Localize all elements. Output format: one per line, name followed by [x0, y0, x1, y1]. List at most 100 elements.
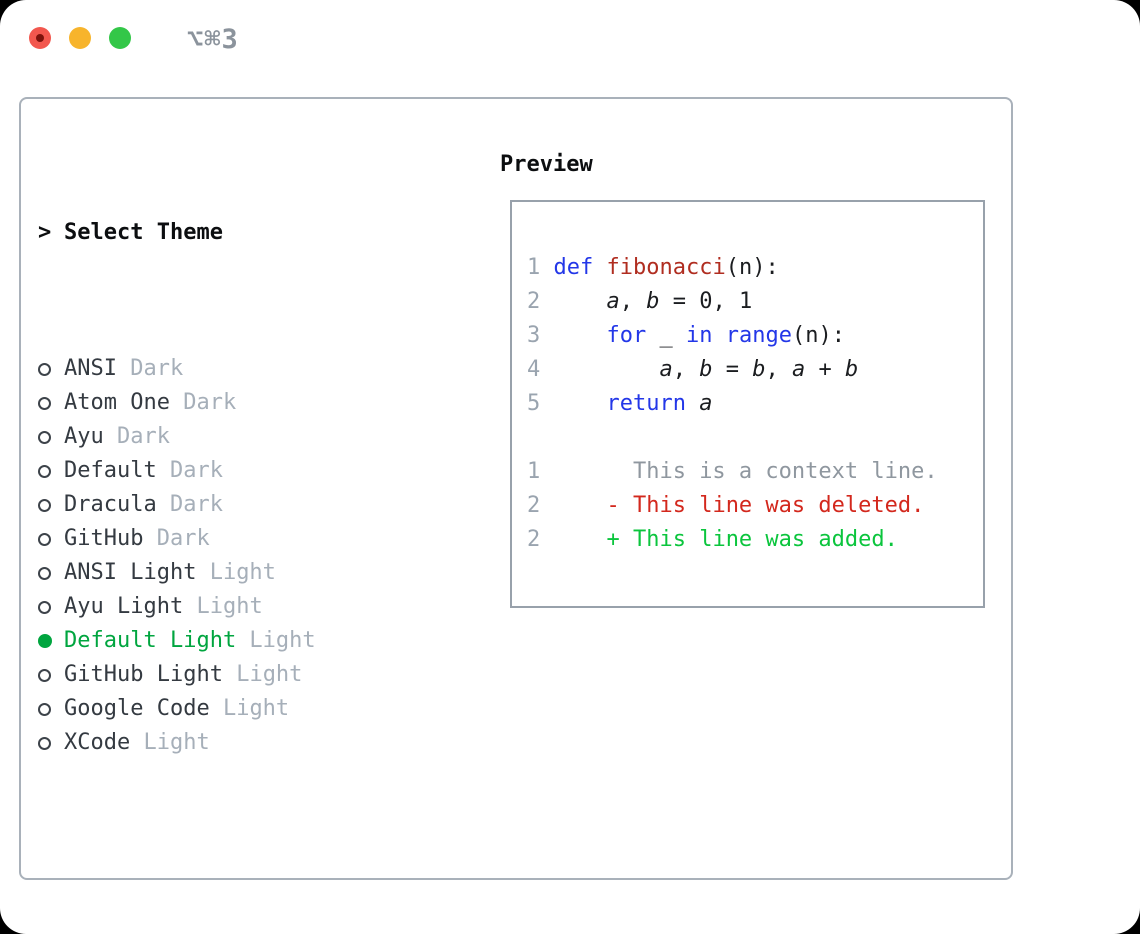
radio-icon	[38, 533, 51, 546]
preview-line: 2 - This line was deleted.	[527, 489, 983, 523]
theme-name: Google Code	[64, 696, 210, 721]
code-segment: b	[752, 357, 766, 382]
radio-slot	[38, 624, 64, 658]
code-segment: def	[553, 255, 607, 280]
code-segment	[540, 391, 606, 416]
radio-icon	[38, 601, 51, 614]
theme-item-ayu-light-light[interactable]: Ayu Light Light	[38, 590, 409, 624]
code-segment: ,	[619, 289, 647, 314]
theme-variant: Dark	[169, 390, 237, 415]
code-segment	[540, 357, 659, 382]
radio-slot	[38, 590, 64, 624]
radio-icon	[38, 669, 51, 682]
theme-name: GitHub	[64, 526, 144, 551]
line-number: 5	[527, 391, 541, 416]
minimize-button[interactable]	[69, 27, 91, 49]
radio-slot	[38, 454, 64, 488]
radio-slot	[38, 522, 64, 556]
code-segment: ,	[672, 357, 700, 382]
code-segment: +	[805, 357, 845, 382]
radio-slot	[38, 692, 64, 726]
close-button[interactable]	[29, 27, 51, 49]
line-number: 3	[527, 323, 541, 348]
radio-slot	[38, 658, 64, 692]
radio-slot	[38, 386, 64, 420]
theme-variant: Light	[130, 730, 210, 755]
theme-name: Dracula	[64, 492, 157, 517]
code-segment: b	[844, 357, 859, 382]
radio-icon	[38, 465, 51, 478]
preview-line: 2 + This line was added.	[527, 523, 983, 557]
theme-item-google-code-light[interactable]: Google Code Light	[38, 692, 409, 726]
theme-item-atom-one-dark[interactable]: Atom One Dark	[38, 386, 409, 420]
line-number: 1	[527, 255, 541, 280]
theme-variant: Light	[209, 696, 290, 721]
zoom-button[interactable]	[109, 27, 131, 49]
code-segment	[540, 323, 606, 348]
radio-slot	[38, 726, 64, 760]
theme-variant: Light	[236, 628, 316, 653]
theme-item-default-light-light[interactable]: Default Light Light	[38, 624, 409, 658]
code-segment: a	[699, 391, 713, 416]
code-segment: for	[606, 323, 647, 348]
line-number: 2	[527, 493, 541, 518]
theme-name: Default Light	[64, 628, 237, 653]
preview-line: 4 a, b = b, a + b	[527, 353, 983, 387]
theme-variant: Dark	[103, 424, 170, 449]
theme-variant: Light	[196, 560, 276, 585]
spacer	[38, 862, 409, 896]
preview-title: Preview	[500, 152, 593, 177]
code-segment: b	[646, 289, 660, 314]
theme-item-github-light-light[interactable]: GitHub Light Light	[38, 658, 409, 692]
theme-item-xcode-light[interactable]: XCode Light	[38, 726, 409, 760]
line-number: 2	[527, 527, 541, 552]
cursor-marker: >	[38, 220, 52, 245]
theme-name: Ayu	[64, 424, 104, 449]
theme-item-ayu-dark[interactable]: Ayu Dark	[38, 420, 409, 454]
preview-line: 3 for _ in range(n):	[527, 319, 983, 353]
code-segment: ,	[765, 357, 792, 382]
code-segment	[540, 255, 553, 280]
theme-item-default-dark[interactable]: Default Dark	[38, 454, 409, 488]
theme-name: Atom One	[64, 390, 170, 415]
theme-variant: Dark	[156, 458, 223, 483]
code-segment	[686, 391, 699, 416]
code-segment: (n):	[725, 255, 779, 280]
radio-selected-icon	[38, 634, 52, 648]
code-segment: fibonacci	[606, 255, 726, 280]
theme-variant: Dark	[156, 492, 223, 517]
code-segment: _	[646, 323, 686, 348]
radio-icon	[38, 363, 51, 376]
theme-name: XCode	[64, 730, 131, 755]
theme-variant: Dark	[116, 356, 184, 381]
theme-item-dracula-dark[interactable]: Dracula Dark	[38, 488, 409, 522]
theme-item-github-dark[interactable]: GitHub Dark	[38, 522, 409, 556]
preview-line	[527, 421, 983, 455]
code-segment: b	[699, 357, 713, 382]
code-segment	[540, 527, 606, 552]
theme-name: GitHub Light	[64, 662, 223, 687]
titlebar: ⌥⌘3	[0, 0, 1140, 97]
theme-item-ansi-dark[interactable]: ANSI Dark	[38, 352, 409, 386]
theme-item-ansi-light-light[interactable]: ANSI Light Light	[38, 556, 409, 590]
theme-name: Ayu Light	[64, 594, 184, 619]
radio-icon	[38, 499, 51, 512]
radio-icon	[38, 397, 51, 410]
preview-line: 2 a, b = 0, 1	[527, 285, 983, 319]
line-number: 4	[527, 357, 541, 382]
preview-line: 1 def fibonacci(n):	[527, 251, 983, 285]
code-segment: a	[791, 357, 806, 382]
code-segment	[540, 289, 606, 314]
radio-slot	[38, 488, 64, 522]
radio-slot	[38, 420, 64, 454]
code-segment: return	[606, 391, 686, 416]
unsaved-dot-icon	[36, 34, 44, 42]
theme-variant: Dark	[143, 526, 210, 551]
line-number: 1	[527, 459, 541, 484]
select-theme-label: Select Theme	[64, 220, 223, 245]
